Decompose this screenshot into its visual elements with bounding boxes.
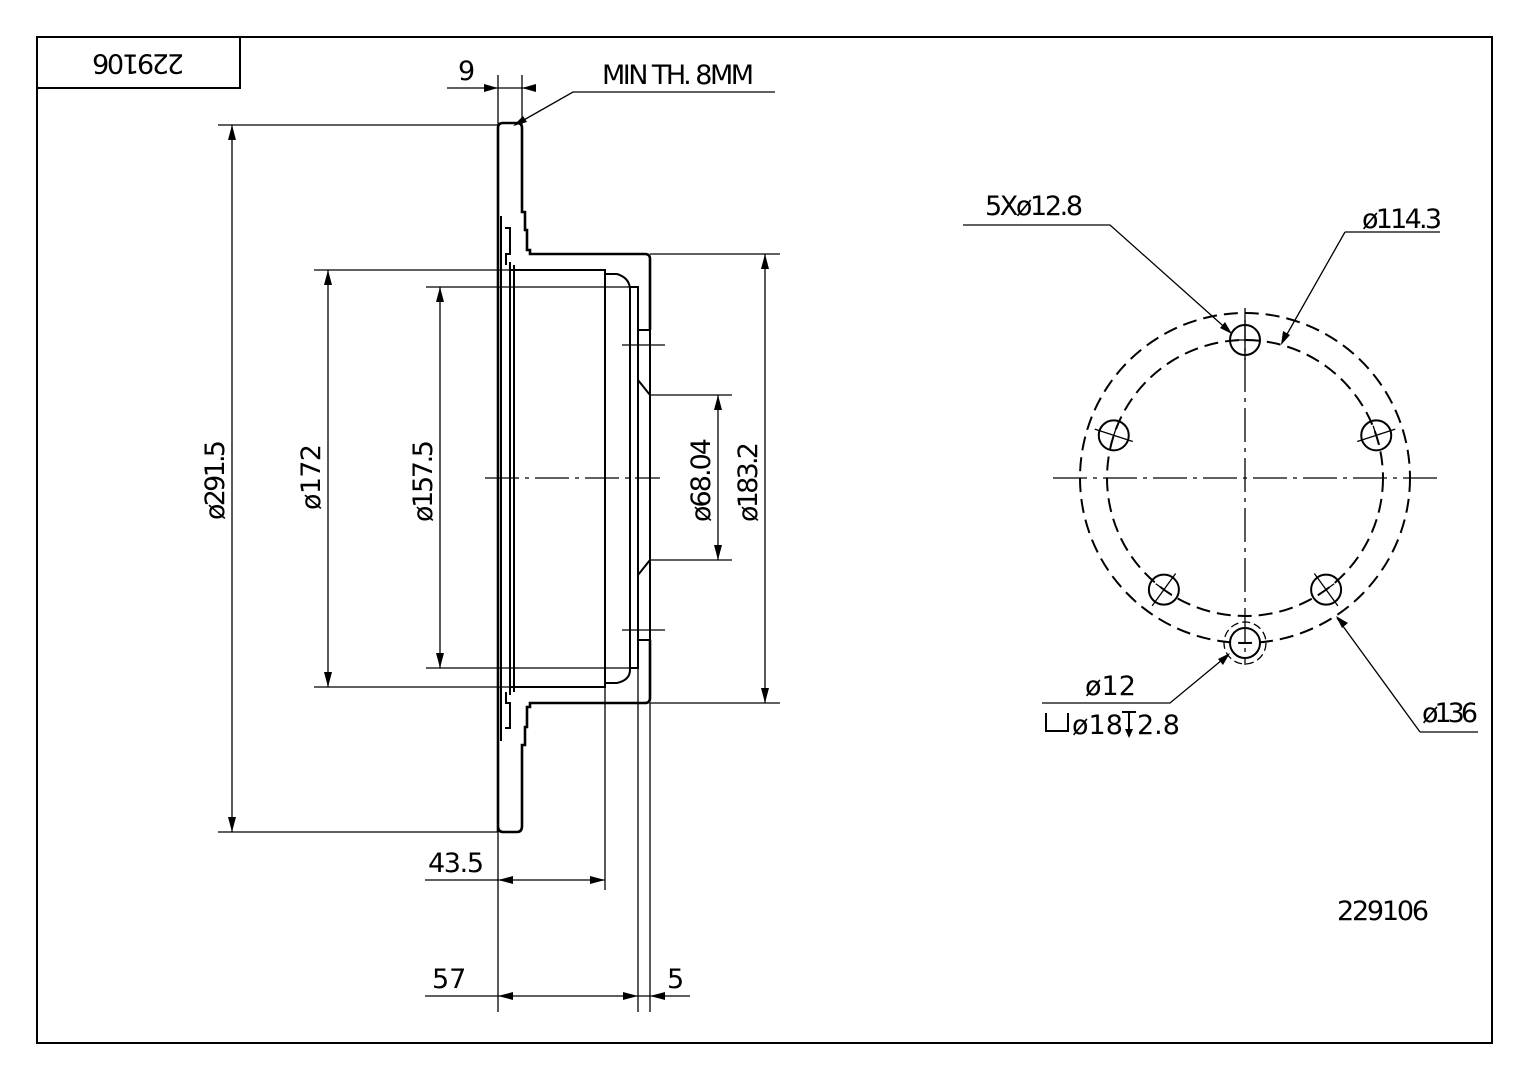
front-centerlines — [1053, 308, 1440, 665]
label-counterbore-depth: 2.8 — [1137, 710, 1180, 741]
sheet-border — [36, 36, 1493, 1044]
front-view: 5Xø12.8 ø114.3 ø12 ø18 2.8 ø136 — [963, 191, 1478, 741]
side-view: 9 MIN TH. 8MM ø291.5 ø172 ø157.5 ø68.04 … — [200, 56, 780, 1012]
bolt-hole-centerline — [1151, 573, 1177, 607]
disc-profile — [496, 121, 652, 834]
dim-hat-diameter: ø183.2 — [733, 442, 764, 522]
dim-172: ø172 — [296, 444, 327, 510]
label-counterbore: ø18 — [1072, 710, 1123, 741]
bolt-hole-centerline — [1357, 425, 1396, 446]
aux-counterbore — [1223, 621, 1267, 665]
min-thickness-note: MIN TH. 8MM — [602, 60, 754, 91]
bolt-holes — [1094, 320, 1396, 607]
bolt-hole — [1097, 419, 1130, 452]
disc-step — [505, 227, 511, 729]
bolt-hole — [1360, 419, 1393, 452]
dim-hub-5: 5 — [667, 964, 684, 995]
hub-centerlines — [622, 344, 665, 631]
dim-thickness: 9 — [458, 56, 475, 87]
bolt-hole — [1310, 573, 1343, 606]
aux-hole — [1229, 627, 1261, 659]
dim-height-57: 57 — [432, 964, 466, 995]
bolt-hole-centerline — [1235, 320, 1255, 360]
dim-center-bore: ø68.04 — [686, 438, 717, 522]
hub-chamfer — [605, 273, 631, 684]
title-box — [36, 36, 241, 89]
label-outer-circle: ø136 — [1422, 698, 1478, 729]
label-pcd: ø114.3 — [1362, 204, 1442, 235]
bolt-hole-centerline — [1094, 425, 1133, 446]
dim-outer-diameter: ø291.5 — [200, 440, 231, 520]
label-aux-hole: ø12 — [1085, 671, 1136, 702]
title-part-number: 229106 — [92, 48, 184, 79]
label-bolt-holes: 5Xø12.8 — [985, 191, 1083, 222]
bolt-hole-centerline — [1313, 573, 1339, 607]
part-number: 229106 — [1337, 896, 1429, 927]
bolt-hole — [1147, 573, 1180, 606]
dim-offset-43: 43.5 — [428, 848, 484, 879]
dim-157: ø157.5 — [408, 440, 439, 522]
counterbore-symbol — [1045, 713, 1069, 732]
